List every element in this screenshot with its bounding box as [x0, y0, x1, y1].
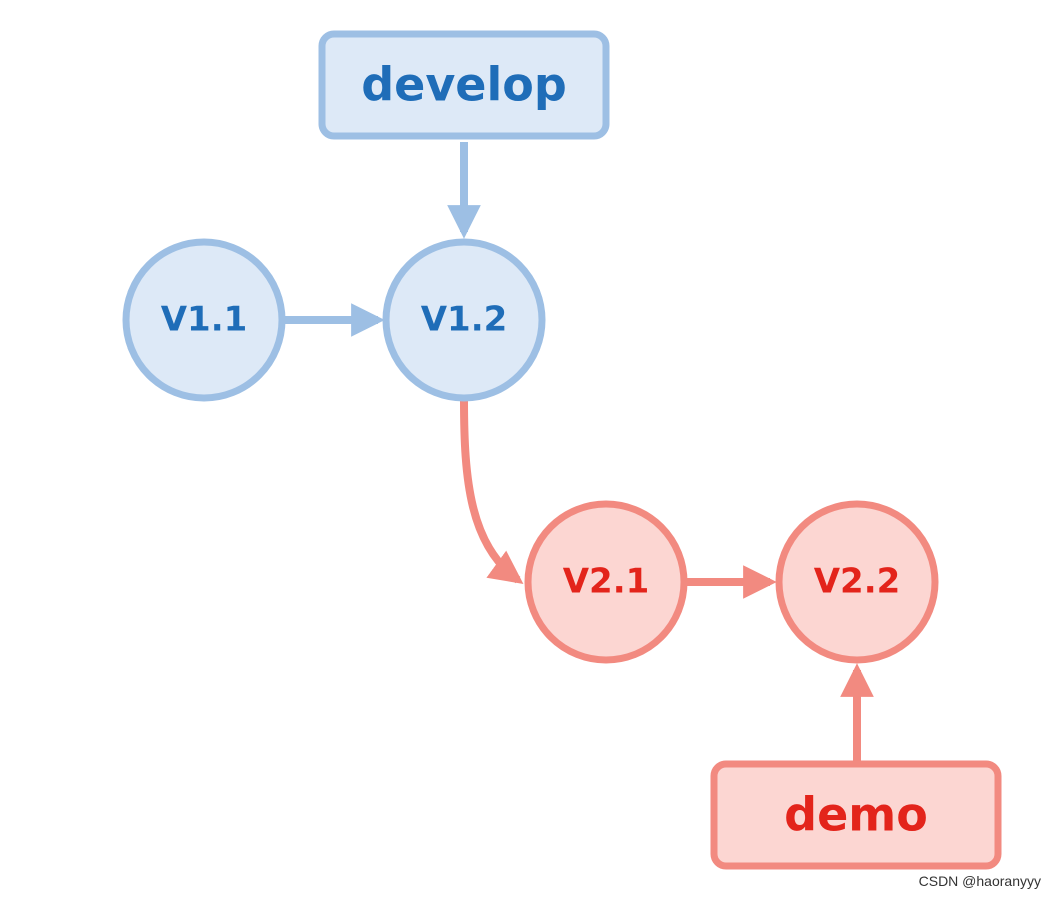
commit-node-v2-1-label: V2.1 — [563, 562, 650, 602]
commit-node-v1-2-label: V1.2 — [421, 300, 508, 340]
edge-v1-2-to-v2-1 — [460, 399, 524, 584]
commit-node-v2-2-label: V2.2 — [814, 562, 901, 602]
branch-label-develop: develop — [318, 30, 610, 140]
branch-label-demo: demo — [710, 760, 1002, 870]
branch-label-demo-text: demo — [784, 788, 928, 842]
commit-node-v1-1: V1.1 — [122, 238, 286, 402]
watermark: CSDN @haoranyyy — [918, 873, 1041, 889]
commit-node-v2-1: V2.1 — [524, 500, 688, 664]
commit-node-v1-1-label: V1.1 — [161, 300, 248, 340]
branch-label-develop-text: develop — [361, 58, 567, 112]
commit-node-v2-2: V2.2 — [775, 500, 939, 664]
commit-node-v1-2: V1.2 — [382, 238, 546, 402]
